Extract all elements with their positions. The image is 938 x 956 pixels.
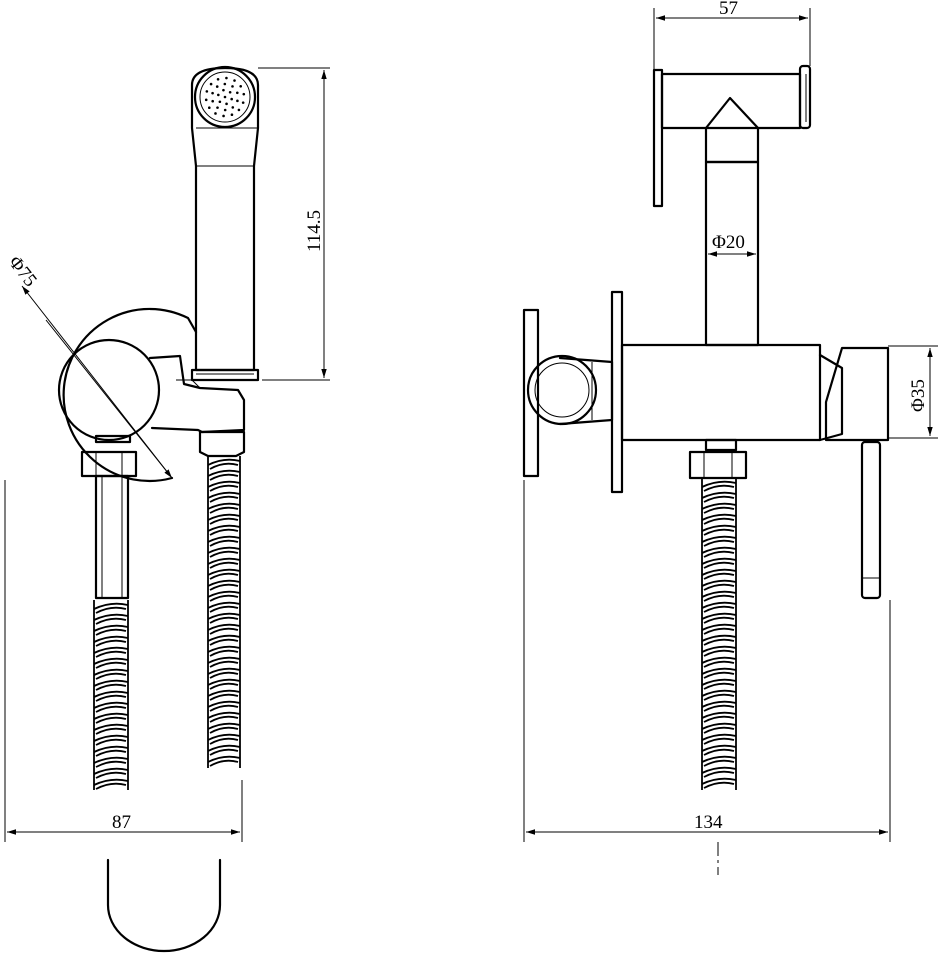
- side-shower-holder: Φ20: [652, 64, 812, 347]
- dim-side-depth: 134: [523, 480, 891, 842]
- spray-face: [193, 65, 257, 129]
- wall-flange: [62, 307, 198, 483]
- side-hose: [688, 438, 748, 790]
- dim-holder-width: 57: [653, 0, 811, 70]
- dim-label-side-depth: 134: [694, 812, 723, 833]
- front-view: [57, 65, 260, 953]
- valve-knob: [57, 338, 161, 442]
- side-lever: [860, 440, 882, 600]
- side-view: Φ20: [522, 64, 890, 875]
- dim-front-width: 87: [4, 480, 243, 842]
- dim-label-flange-diameter: Φ75: [4, 252, 41, 291]
- dim-head-length: 114.5: [258, 67, 330, 381]
- dim-body-diameter: Φ35: [888, 345, 938, 439]
- dim-label-body-diameter: Φ35: [908, 379, 929, 412]
- dim-label-front-width: 87: [112, 812, 131, 833]
- dim-flange-diameter: Φ75: [4, 252, 173, 479]
- dim-label-holder-width: 57: [719, 0, 738, 19]
- dim-label-head-length: 114.5: [304, 210, 325, 252]
- side-valve-body: [620, 343, 822, 442]
- spray-nozzles: [204, 76, 246, 118]
- dim-label-shower-tube: Φ20: [712, 232, 745, 253]
- front-hose-left: [80, 434, 138, 790]
- hand-shower: [190, 65, 260, 382]
- front-hose-right: [198, 430, 246, 768]
- hose-loop: [106, 858, 222, 953]
- side-wall-plate: [522, 308, 540, 478]
